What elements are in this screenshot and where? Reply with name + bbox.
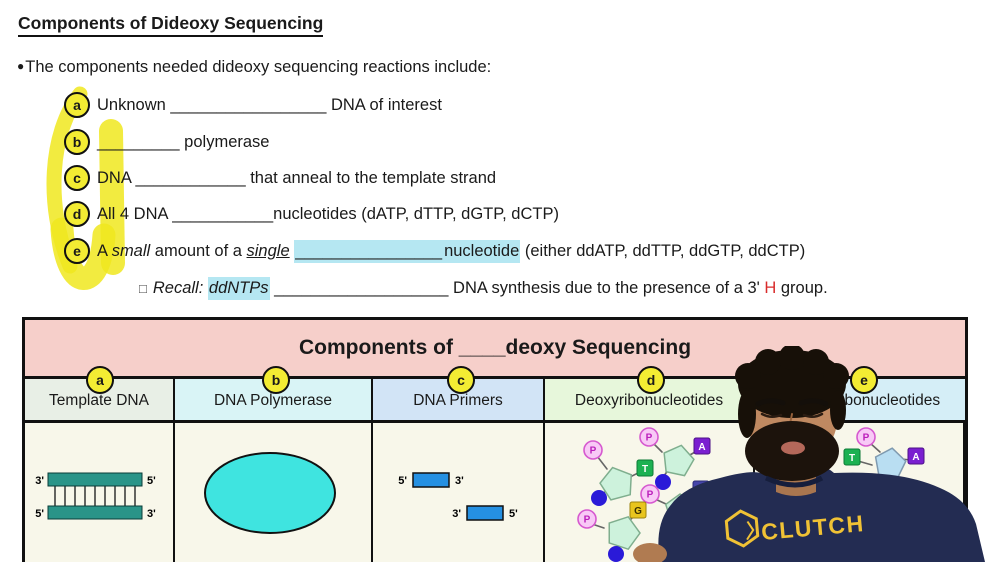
column-e-badge: e <box>850 366 878 394</box>
bullet-icon: ● <box>17 59 25 73</box>
table-header-row: Template DNA DNA Polymerase DNA Primers … <box>25 379 965 423</box>
intro-line: ●The components needed dideoxy sequencin… <box>17 58 491 77</box>
list-item-c: c DNA ____________ that anneal to the te… <box>64 164 496 192</box>
item-e-badge: e <box>64 238 90 264</box>
table-title: Components of ____deoxy Sequencing <box>25 320 965 379</box>
item-b-badge: b <box>64 129 90 155</box>
item-e-text: A small amount of a single _____________… <box>97 239 805 263</box>
item-c-text: DNA ____________ that anneal to the temp… <box>97 168 497 187</box>
item-d-text: All 4 DNA ___________nucleotides (dATP, … <box>97 204 559 223</box>
yellow-highlighter-marks <box>46 86 125 290</box>
table-title-blank: ____ <box>458 336 506 359</box>
list-item-a: a Unknown _________________ DNA of inter… <box>64 91 442 119</box>
list-item-d: d All 4 DNA ___________nucleotides (dATP… <box>64 200 559 228</box>
column-d-badge: d <box>637 366 665 394</box>
item-b-text: _________ polymerase <box>97 132 270 151</box>
cell-deoxyribonucleotides <box>545 423 755 562</box>
recall-highlight: ddNTPs <box>207 276 270 300</box>
column-b-badge: b <box>262 366 290 394</box>
cell-dna-primers <box>373 423 545 562</box>
recall-blank: ___________________ <box>274 278 449 297</box>
header-deoxyribonucleotides: Deoxyribonucleotides <box>545 379 755 423</box>
recall-text: Recall: ddNTPs ___________________ DNA s… <box>153 276 828 300</box>
list-item-e: e A small amount of a single ___________… <box>64 237 805 265</box>
square-bullet-icon: □ <box>139 280 147 296</box>
item-a-badge: a <box>64 92 90 118</box>
page-title: Components of Dideoxy Sequencing <box>18 13 324 37</box>
cell-template-dna <box>25 423 175 562</box>
table-body-row: 3' 5' 5' 3' 5' 3' 3' 5' <box>25 423 965 562</box>
intro-text: The components needed dideoxy sequencing… <box>25 58 492 76</box>
item-e-highlight-word: nucleotide <box>443 239 521 263</box>
column-c-badge: c <box>447 366 475 394</box>
recall-note: □ Recall: ddNTPs ___________________ DNA… <box>139 274 828 302</box>
item-a-text: Unknown _________________ DNA of interes… <box>97 95 442 114</box>
item-c-blank: ____________ <box>135 168 246 187</box>
item-a-blank: _________________ <box>170 95 327 114</box>
list-item-b: b _________ polymerase <box>64 128 269 156</box>
cell-dna-polymerase <box>175 423 373 562</box>
components-table: Components of ____deoxy Sequencing Templ… <box>22 317 968 562</box>
item-b-blank: _________ <box>97 132 180 151</box>
item-d-blank: ___________ <box>172 204 274 223</box>
item-d-badge: d <box>64 201 90 227</box>
item-c-badge: c <box>64 165 90 191</box>
cell-dideoxyribonucleotides <box>755 423 965 562</box>
item-e-highlight-blank: ________________ <box>294 239 444 263</box>
column-a-badge: a <box>86 366 114 394</box>
red-h-group: H <box>764 278 777 297</box>
